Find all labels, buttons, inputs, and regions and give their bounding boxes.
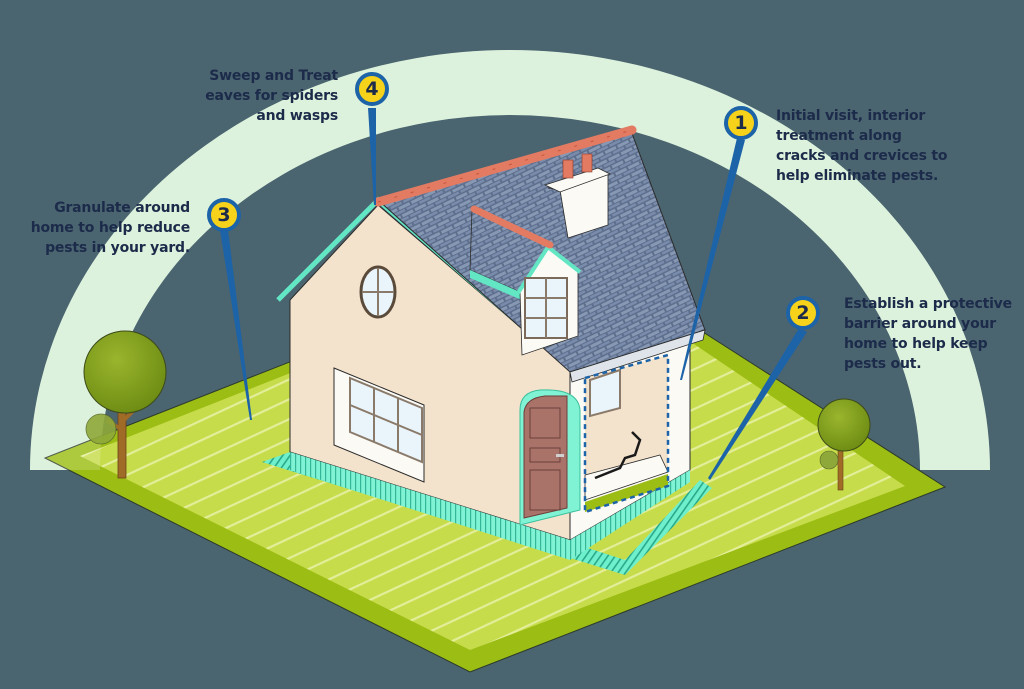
step-4-number: 4 [365, 78, 379, 100]
step-3-line: home to help reduce [30, 220, 190, 236]
step-4-line: and wasps [256, 108, 338, 124]
step-2-line: barrier around your [844, 316, 996, 332]
step-3-number: 3 [217, 204, 231, 226]
step-2-callout: Establish a protective barrier around yo… [844, 294, 1012, 374]
step-1-line: Initial visit, interior [776, 108, 926, 124]
step-4-callout: Sweep and Treat eaves for spiders and wa… [205, 66, 338, 126]
step-1-line: help eliminate pests. [776, 168, 939, 184]
step-2-pin[interactable]: 2 [786, 296, 820, 330]
step-2-line: pests out. [844, 356, 922, 372]
step-3-line: pests in your yard. [45, 240, 190, 256]
step-1-pin[interactable]: 1 [724, 106, 758, 140]
step-3-line: Granulate around [54, 200, 190, 216]
house [276, 125, 706, 560]
step-1-line: cracks and crevices to [776, 148, 948, 164]
pin-stems [220, 108, 807, 480]
step-4-line: eaves for spiders [205, 88, 338, 104]
tree-left [83, 330, 167, 479]
step-2-line: home to help keep [844, 336, 988, 352]
step-1-number: 1 [734, 112, 748, 134]
step-3-pin[interactable]: 3 [207, 198, 241, 232]
step-1-line: treatment along [776, 128, 902, 144]
step-1-callout: Initial visit, interior treatment along … [776, 106, 948, 186]
step-4-pin[interactable]: 4 [355, 72, 389, 106]
step-2-number: 2 [796, 302, 810, 324]
step-3-callout: Granulate around home to help reduce pes… [31, 198, 190, 258]
protective-ring [30, 50, 990, 470]
tree-right [817, 398, 871, 491]
step-4-line: Sweep and Treat [209, 68, 338, 84]
step-2-line: Establish a protective [844, 296, 1012, 312]
